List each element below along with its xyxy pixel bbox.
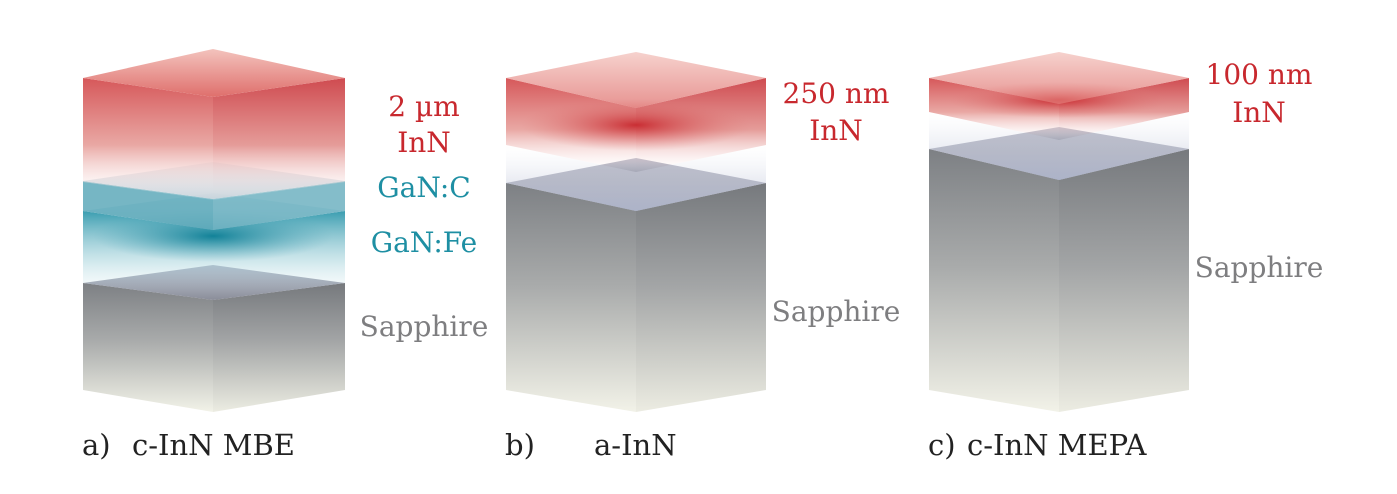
panel-b-caption-letter: b): [505, 428, 535, 462]
panel-a-caption-letter: a): [82, 428, 111, 462]
inn-thickness-label: 100 nm: [1206, 58, 1313, 91]
gan-c-label: GaN:C: [377, 171, 470, 204]
panel-c-caption-letter: c): [928, 428, 956, 462]
inn-layer: [929, 52, 1189, 140]
sapphire-label: Sapphire: [1195, 251, 1324, 284]
inn-thickness-label: 2 µm: [388, 90, 459, 123]
inn-material-label: InN: [397, 126, 451, 159]
buffer-band: [506, 145, 766, 211]
buffer-band: [929, 112, 1189, 180]
panel-a: [83, 49, 345, 412]
inn-layer: [506, 52, 766, 172]
sapphire-label: Sapphire: [360, 310, 489, 343]
panel-b-caption-text: a-InN: [594, 428, 677, 462]
sapphire-label: Sapphire: [772, 295, 901, 328]
inn-material-label: InN: [809, 114, 863, 147]
gan-fe-label: GaN:Fe: [371, 226, 477, 259]
panel-c-caption-text: c-InN MEPA: [967, 428, 1147, 462]
inn-thickness-label: 250 nm: [783, 77, 890, 110]
panel-b: [506, 52, 766, 412]
inn-layer: [83, 49, 345, 200]
panel-c: [929, 52, 1189, 412]
panel-a-caption-text: c-InN MBE: [132, 428, 295, 462]
inn-material-label: InN: [1232, 96, 1286, 129]
